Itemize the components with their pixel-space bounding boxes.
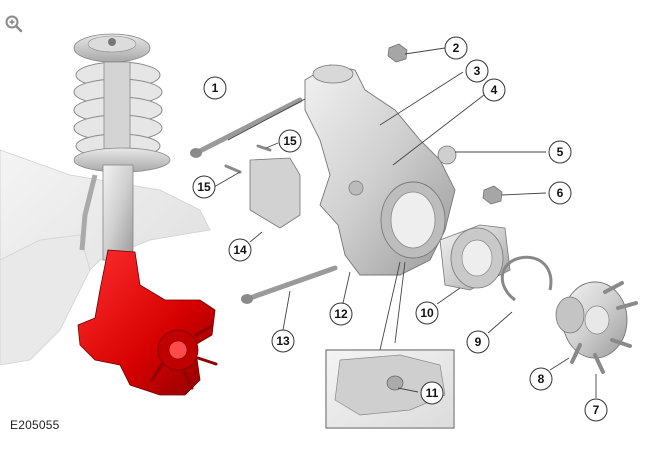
callout-2: 2 bbox=[444, 36, 468, 60]
svg-text:5: 5 bbox=[557, 145, 564, 159]
figure-code: E205055 bbox=[10, 418, 60, 432]
detail-inset bbox=[325, 261, 455, 429]
svg-text:6: 6 bbox=[557, 186, 564, 200]
callout-13: 13 bbox=[271, 329, 295, 353]
svg-text:1: 1 bbox=[212, 81, 219, 95]
svg-text:12: 12 bbox=[334, 307, 348, 321]
brake-shield bbox=[249, 157, 301, 229]
svg-text:7: 7 bbox=[593, 403, 600, 417]
wheel-bearing bbox=[439, 224, 511, 291]
callout-9: 9 bbox=[466, 330, 490, 354]
steering-knuckle bbox=[304, 64, 457, 276]
callouts: 1 2 3 4 5 6 7 8 9 10 11 12 13 14 15 15 bbox=[192, 36, 608, 422]
svg-text:4: 4 bbox=[491, 83, 498, 97]
svg-text:15: 15 bbox=[197, 180, 211, 194]
highlighted-knuckle bbox=[77, 249, 216, 396]
svg-text:8: 8 bbox=[538, 372, 545, 386]
callout-10: 10 bbox=[415, 301, 439, 325]
svg-text:3: 3 bbox=[474, 64, 481, 78]
callout-6: 6 bbox=[548, 181, 572, 205]
callout-15-upper: 15 bbox=[278, 129, 302, 153]
callout-3: 3 bbox=[465, 59, 489, 83]
svg-text:13: 13 bbox=[276, 334, 290, 348]
circlip bbox=[500, 255, 553, 302]
leader-lines bbox=[213, 47, 597, 398]
callout-14: 14 bbox=[228, 238, 252, 262]
svg-text:2: 2 bbox=[453, 41, 460, 55]
callout-1: 1 bbox=[203, 76, 227, 100]
bolts bbox=[190, 43, 503, 304]
callout-5: 5 bbox=[548, 140, 572, 164]
callout-12: 12 bbox=[329, 302, 353, 326]
callout-7: 7 bbox=[584, 398, 608, 422]
callout-11: 11 bbox=[420, 381, 444, 405]
svg-text:10: 10 bbox=[420, 306, 434, 320]
svg-text:9: 9 bbox=[475, 335, 482, 349]
wheel-hub bbox=[555, 281, 638, 374]
callout-15-lower: 15 bbox=[192, 175, 216, 199]
suspension-assembly bbox=[0, 33, 218, 396]
svg-text:11: 11 bbox=[426, 386, 439, 400]
svg-text:15: 15 bbox=[283, 134, 297, 148]
callout-8: 8 bbox=[529, 367, 553, 391]
svg-text:14: 14 bbox=[233, 243, 247, 257]
zoom-in-icon[interactable] bbox=[4, 14, 24, 34]
callout-4: 4 bbox=[482, 78, 506, 102]
